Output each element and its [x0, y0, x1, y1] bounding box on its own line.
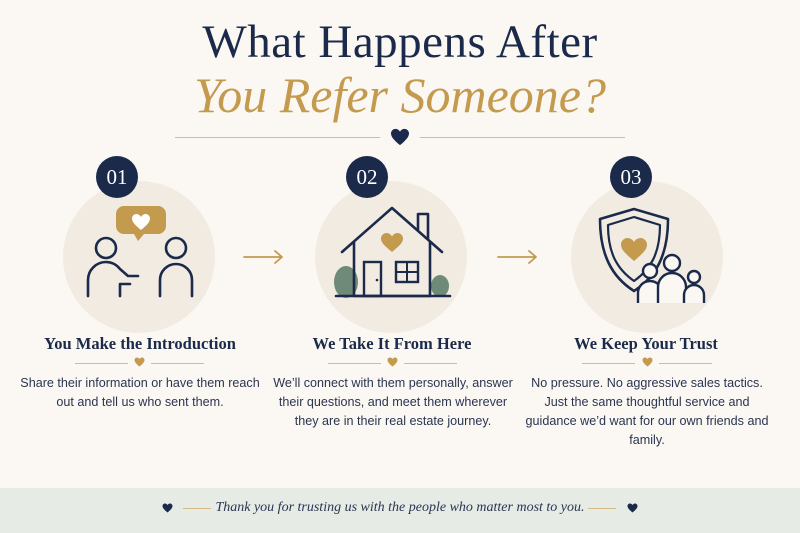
- title-divider-left: [175, 137, 380, 138]
- heart-icon: [627, 503, 638, 513]
- footer-message: Thank you for trusting us with the peopl…: [215, 500, 585, 515]
- step-1-title: You Make the Introduction: [44, 334, 236, 353]
- house-heart-icon: [334, 206, 452, 298]
- arrow-right-icon: [243, 250, 283, 264]
- heart-icon: [387, 357, 398, 367]
- step-3-title: We Keep Your Trust: [574, 334, 718, 353]
- footer-divider-left: [183, 508, 211, 509]
- step-1-divider-left: [75, 363, 128, 364]
- step-3-divider-right: [659, 363, 712, 364]
- step-1-number-badge: 01: [96, 156, 138, 198]
- heart-icon: [642, 357, 653, 367]
- step-1-divider-right: [151, 363, 204, 364]
- step-3-circle: [571, 181, 723, 333]
- footer-band: [0, 488, 800, 533]
- page-subtitle: You Refer Someone?: [194, 67, 606, 123]
- two-people-speech-heart-icon: [86, 206, 194, 298]
- step-2-number-badge: 02: [346, 156, 388, 198]
- arrow-right-icon: [497, 250, 537, 264]
- heart-icon: [134, 357, 145, 367]
- title-divider-right: [420, 137, 625, 138]
- step-2-title: We Take It From Here: [312, 334, 472, 353]
- step-3-number-badge: 03: [610, 156, 652, 198]
- step-2-divider-left: [328, 363, 381, 364]
- step-2-circle: [315, 181, 467, 333]
- heart-icon: [162, 503, 173, 513]
- step-3-divider-left: [582, 363, 635, 364]
- shield-family-icon: [598, 207, 706, 303]
- step-2-divider-right: [404, 363, 457, 364]
- heart-icon: [391, 128, 409, 146]
- page-title: What Happens After: [202, 16, 598, 68]
- footer-divider-right: [588, 508, 616, 509]
- step-1-description: Share their information or have them rea…: [20, 376, 260, 409]
- step-3-description: No pressure. No aggressive sales tactics…: [525, 376, 769, 447]
- step-2-description: We’ll connect with them personally, answ…: [273, 376, 513, 428]
